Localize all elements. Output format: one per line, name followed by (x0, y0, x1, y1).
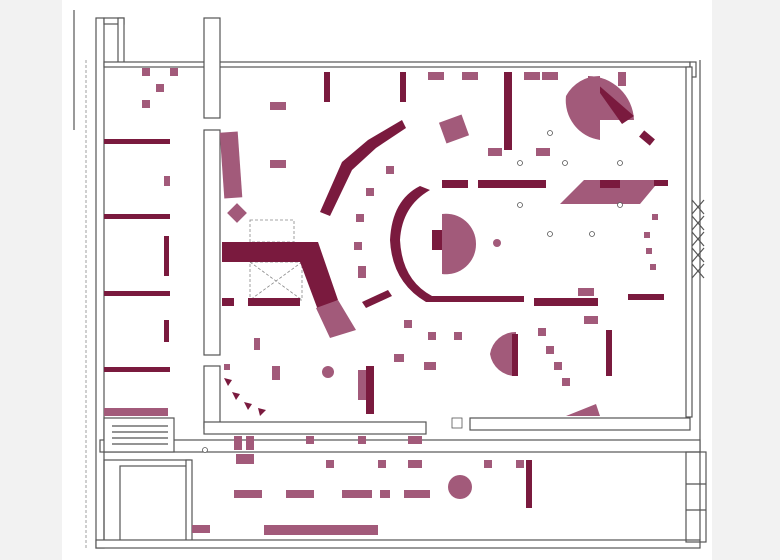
exhibit-objects (104, 68, 658, 535)
right-margin (712, 0, 780, 560)
door-swing-icon (691, 199, 705, 279)
walls (73, 10, 707, 550)
columns (202, 130, 623, 453)
exhibit-panels (104, 72, 668, 508)
stair-icon (112, 425, 168, 445)
column-icon (451, 417, 463, 429)
left-margin (0, 0, 62, 560)
